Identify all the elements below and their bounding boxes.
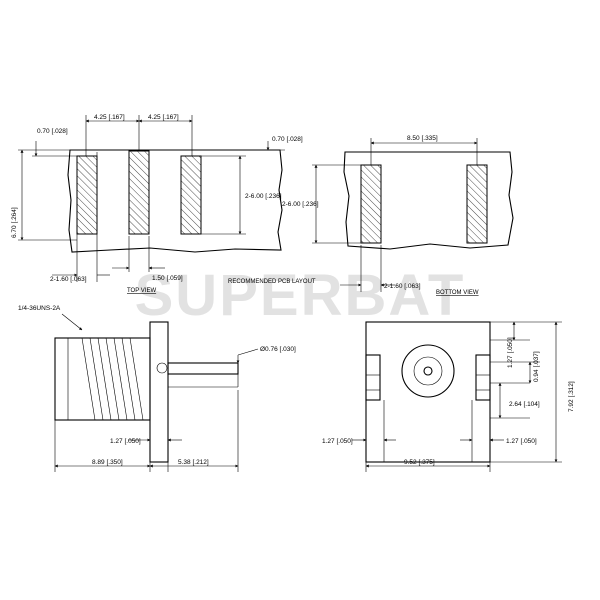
front-view-pin-offset-label: 0.94 [.037]: [533, 351, 540, 382]
side-view-length-left-label: 8.89 [.350]: [92, 459, 123, 466]
side-view-flange-label: 1.27 [.050]: [110, 438, 141, 445]
front-view-notch-right: [475, 354, 491, 401]
front-view-notch-left: [365, 354, 381, 401]
front-view-mid-height-label: 2.64 [.104]: [509, 401, 540, 408]
bottom-view-pad-left: [360, 164, 382, 244]
front-view-center-pin: [423, 366, 433, 376]
side-view: 1/4-36UNS-2A Ø0.76 [.030] 1.27 [.050] 8.…: [18, 305, 296, 472]
top-view-pad-center: [128, 150, 150, 235]
top-view-pitch-left-label: 4.25 [.167]: [94, 114, 125, 121]
top-view-gap-left-label: 0.70 [.028]: [37, 128, 68, 135]
front-view-outer-ring: [401, 344, 455, 398]
top-view-pitch-right-label: 4.25 [.167]: [148, 114, 179, 121]
top-view-pad-right: [180, 155, 202, 235]
front-view: 1.27 [.050] 0.94 [.037] 7.92 [.312] 2.64…: [322, 321, 575, 472]
side-view-pin: [167, 362, 239, 375]
bottom-view-board-outline: [343, 151, 514, 250]
top-view-pad-left: [76, 155, 98, 235]
side-view-flange: [149, 321, 169, 463]
side-view-thread-label: 1/4-36UNS-2A: [18, 305, 61, 312]
bottom-view-pad-spacing-label: 8.50 [.335]: [407, 135, 438, 142]
bottom-view-pad-height-label: 2-6.00 [.236]: [282, 201, 319, 208]
pcb-layout-caption: RECOMMENDED PCB LAYOUT: [228, 279, 316, 285]
front-view-bottom-right-label: 1.27 [.050]: [506, 438, 537, 445]
top-view-height-label: 6.70 [.264]: [11, 207, 18, 238]
top-view-pad-width-label: 2-1.60 [.063]: [50, 276, 87, 283]
top-view-caption: TOP VIEW: [127, 288, 156, 294]
top-view-board-outline: [67, 149, 283, 253]
bottom-view: 8.50 [.335] 2-6.00 [.236] 2-1.60 [.063] …: [282, 135, 514, 296]
front-view-top-gap-label: 1.27 [.050]: [507, 337, 514, 368]
top-view-gap-right-label: 0.70 [.028]: [272, 136, 303, 143]
watermark: SUPERBAT: [135, 263, 466, 328]
front-view-bottom-left-label: 1.27 [.050]: [322, 438, 353, 445]
bottom-view-pad-width-label: 2-1.60 [.063]: [384, 283, 421, 290]
side-view-pin-dia-label: Ø0.76 [.030]: [260, 346, 296, 353]
top-view-pad-height-label: 2-6.00 [.236]: [245, 193, 282, 200]
front-view-dielectric: [413, 356, 443, 386]
front-view-height-label: 7.92 [.312]: [568, 381, 575, 412]
top-view: 0.70 [.028] 4.25 [.167] 4.25 [.167] 0.70…: [11, 114, 303, 294]
side-view-thread-lines: [81, 337, 144, 421]
bottom-view-caption: BOTTOM VIEW: [436, 290, 479, 296]
side-view-length-right-label: 5.38 [.212]: [178, 459, 209, 466]
top-view-center-width-label: 1.50 [.059]: [152, 275, 183, 282]
front-view-outer-body: [365, 321, 491, 463]
front-view-width-label: 9.52 [.375]: [404, 459, 435, 466]
bottom-view-pad-right: [466, 164, 488, 244]
side-view-thread-body: [54, 337, 151, 421]
